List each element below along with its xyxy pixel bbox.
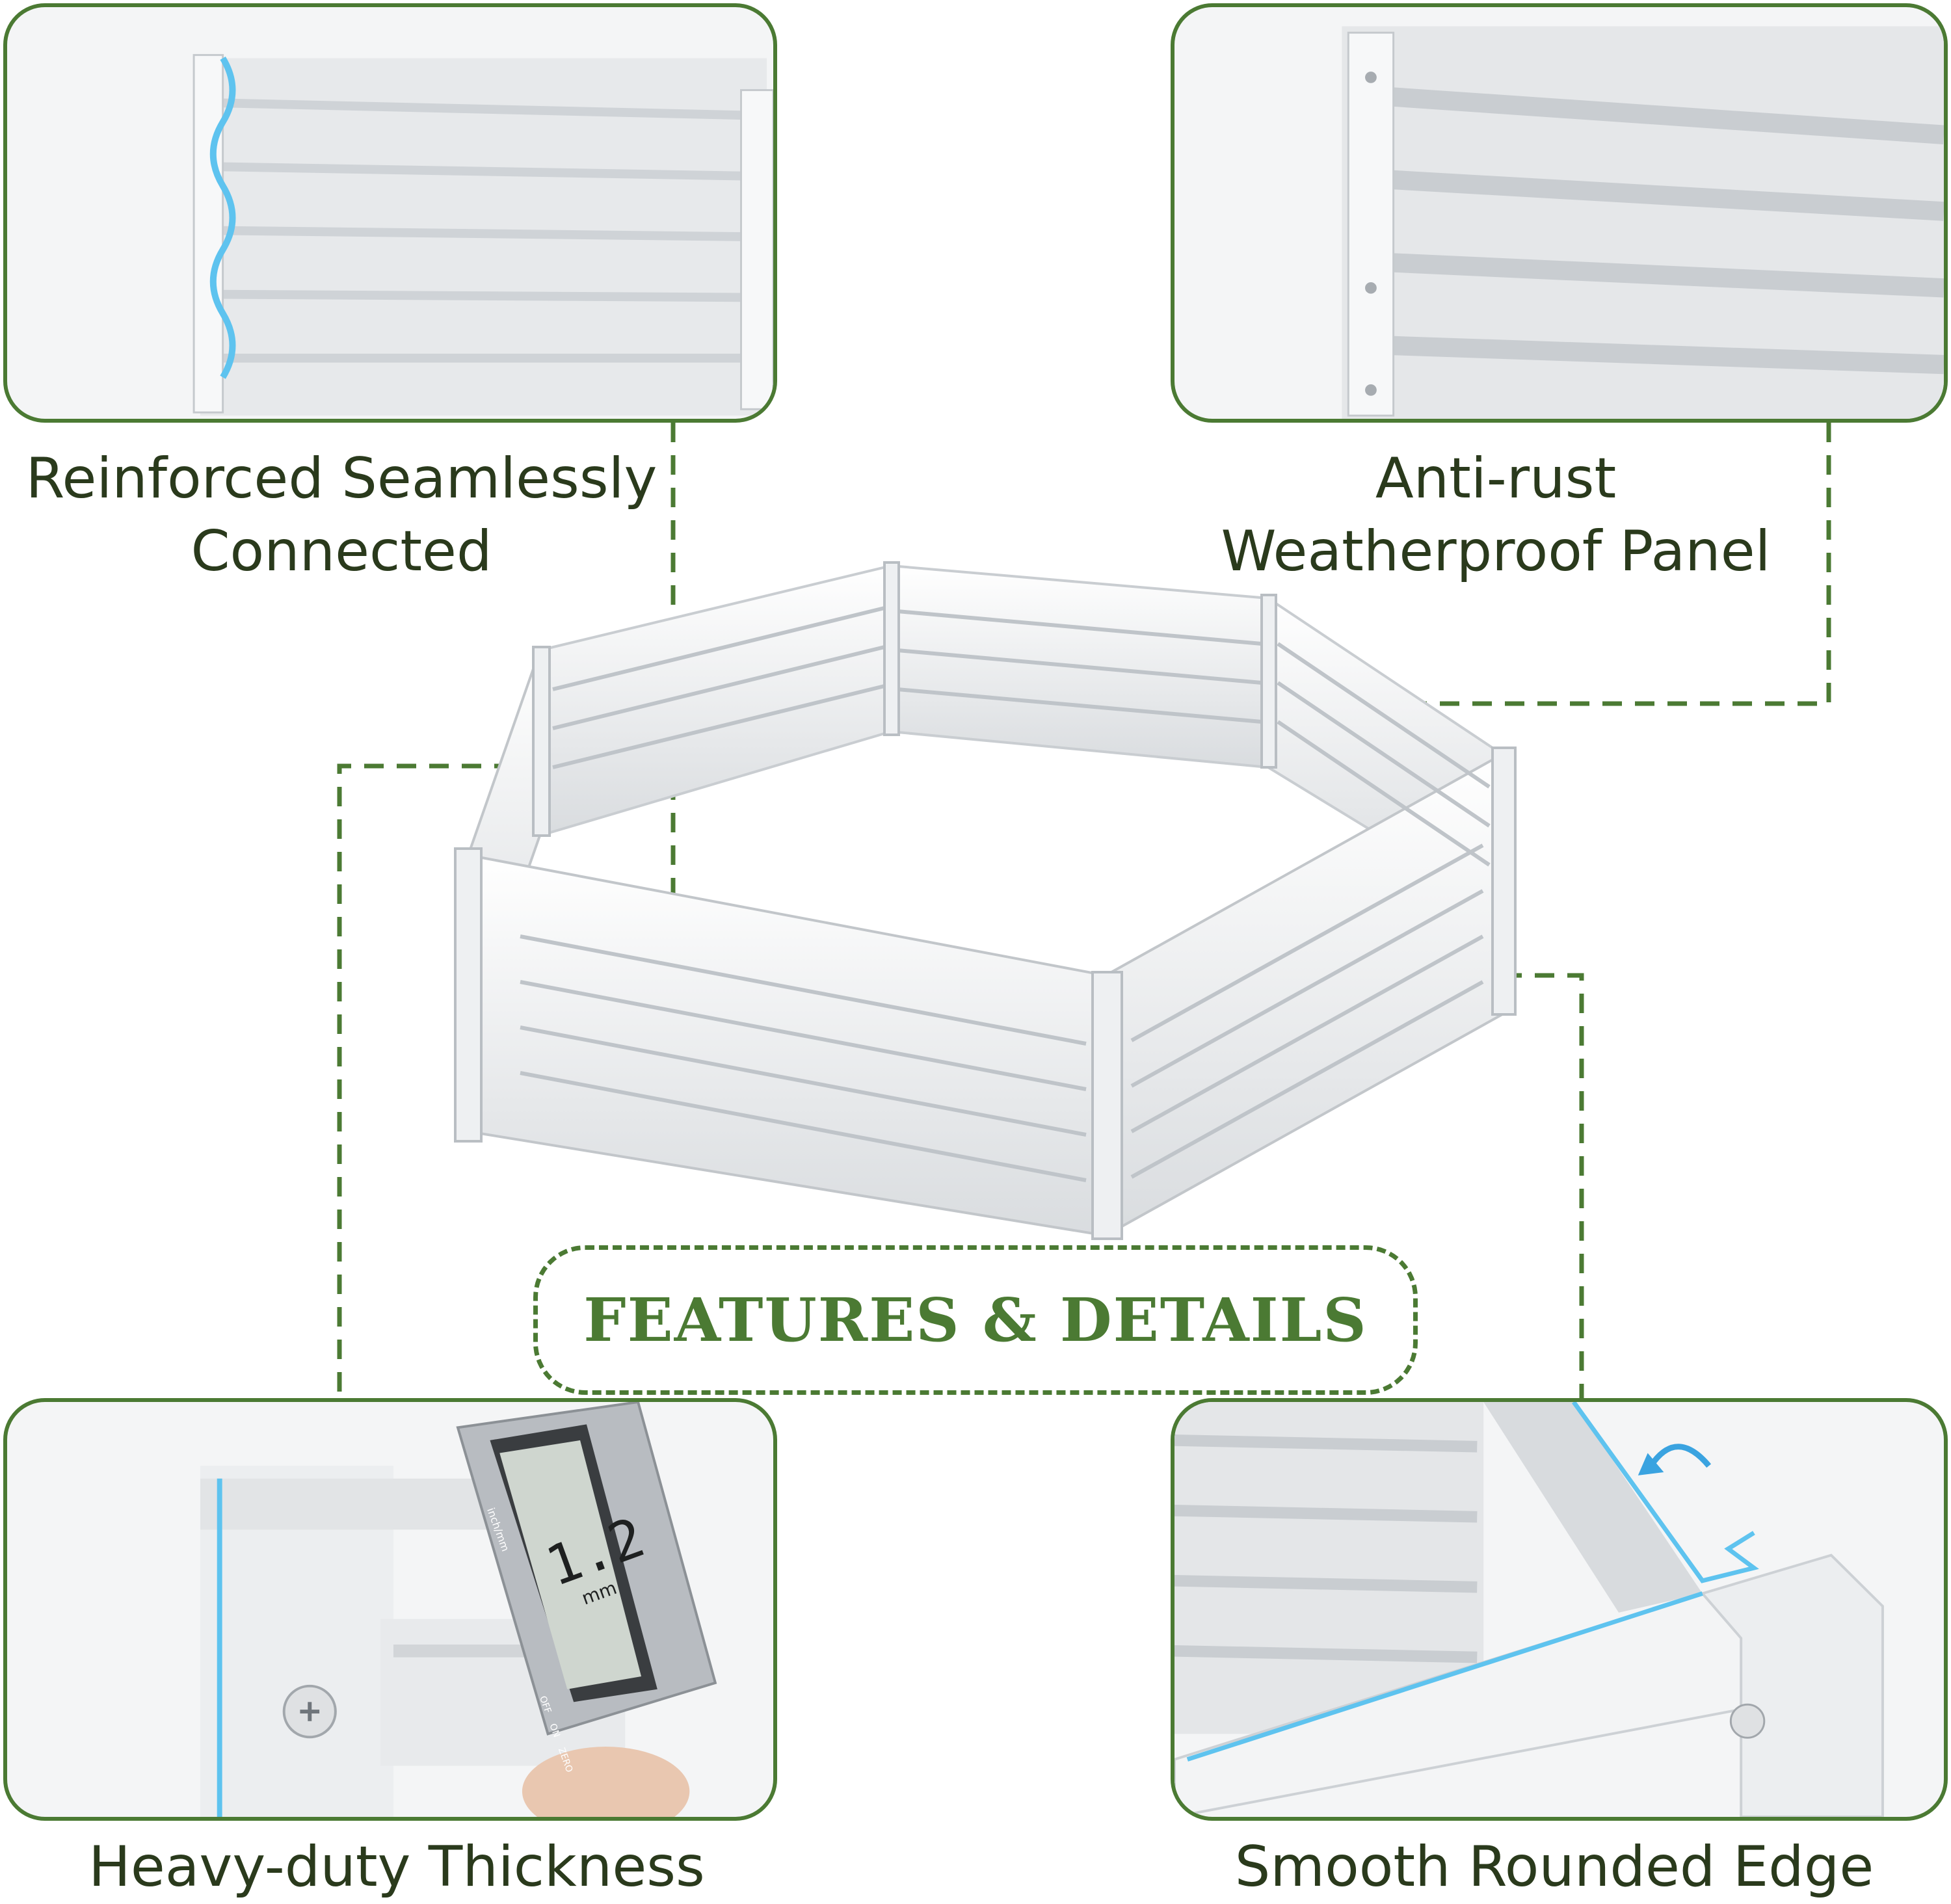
feature-panel-seam xyxy=(3,3,777,423)
edge-detail-image xyxy=(1175,1402,1884,1817)
caption-rust-line-2: Weatherproof Panel xyxy=(1221,519,1771,584)
feature-panel-thickness: 1.2 mm inch/mm OFF ON ZERO xyxy=(3,1398,777,1821)
caption-seam-line-2: Connected xyxy=(191,519,492,584)
caption-edge-line-1: Smooth Rounded Edge xyxy=(1234,1834,1874,1899)
caption-rust-line-1: Anti-rust xyxy=(1375,446,1617,511)
front-panels xyxy=(467,650,1504,1238)
features-heading-badge: FEATURES & DETAILS xyxy=(533,1245,1418,1395)
caliper-detail-image xyxy=(200,1402,717,1817)
corner-posts xyxy=(454,561,1517,1240)
feature-panel-rust xyxy=(1171,3,1948,423)
features-heading: FEATURES & DETAILS xyxy=(583,1285,1368,1355)
caption-edge: Smooth Rounded Edge xyxy=(1197,1831,1912,1903)
feature-panel-edge xyxy=(1171,1398,1948,1821)
rust-detail-image xyxy=(1342,26,1944,419)
panel-ribs xyxy=(520,606,1491,1182)
caption-seam: Reinforced Seamlessly Connected xyxy=(13,442,670,588)
caption-rust: Anti-rust Weatherproof Panel xyxy=(1210,442,1782,588)
caption-thickness: Heavy-duty Thickness xyxy=(39,1831,754,1903)
seam-detail-image xyxy=(192,54,773,416)
caption-thickness-line-1: Heavy-duty Thickness xyxy=(88,1834,705,1899)
caption-seam-line-1: Reinforced Seamlessly xyxy=(25,446,657,511)
